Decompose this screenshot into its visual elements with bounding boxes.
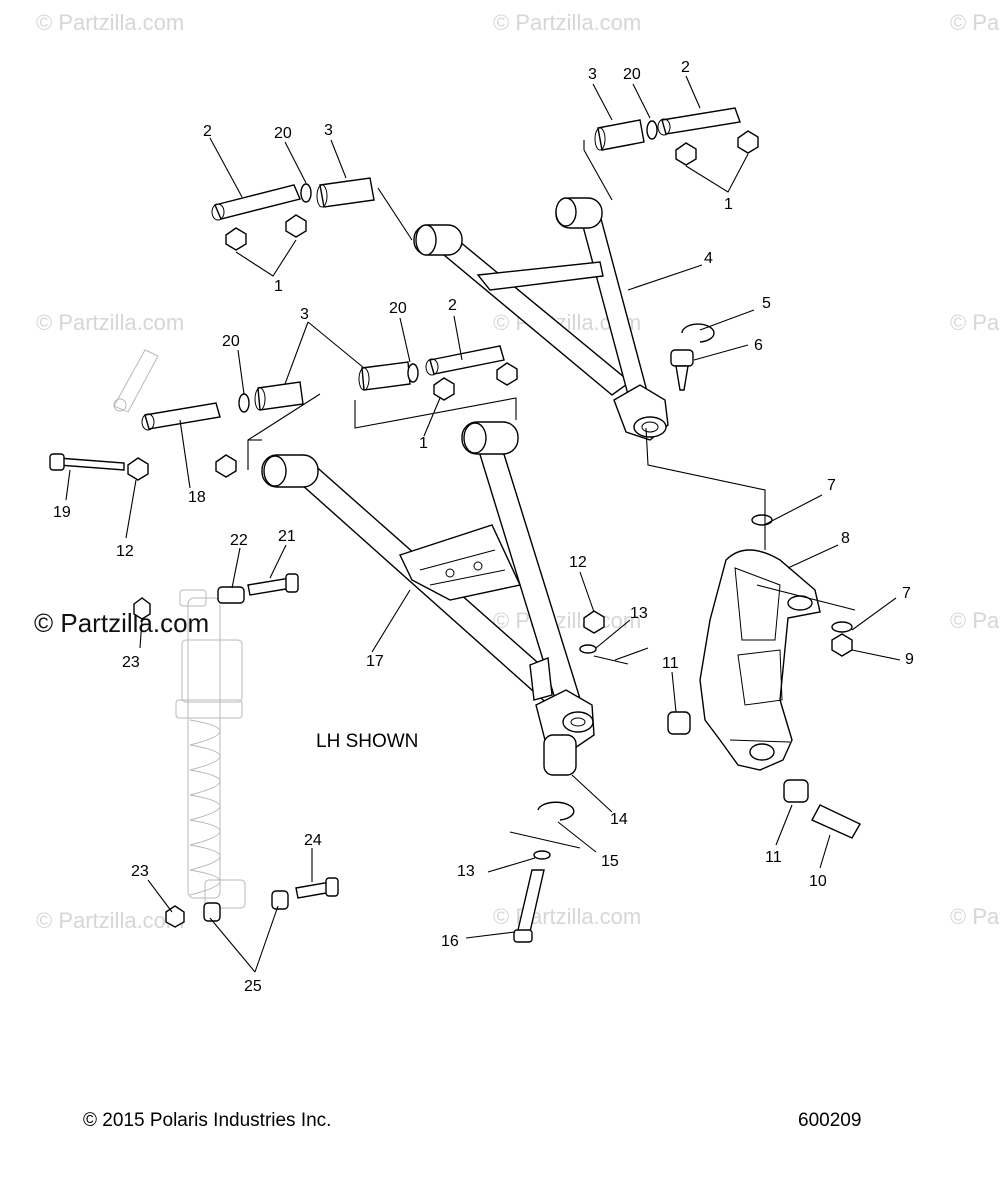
hardware xyxy=(49,107,861,943)
callout-3: 3 xyxy=(324,122,333,139)
callout-2: 2 xyxy=(448,297,457,314)
callout-17: 17 xyxy=(366,653,384,670)
watermark: © Pa xyxy=(950,10,1000,35)
watermark: © Pa xyxy=(950,608,1000,633)
callout-6: 6 xyxy=(754,337,763,354)
callout-7: 7 xyxy=(827,477,836,494)
callout-21: 21 xyxy=(278,528,296,545)
callout-1: 1 xyxy=(419,435,428,452)
callout-10: 10 xyxy=(809,873,827,890)
callout-13: 13 xyxy=(630,605,648,622)
leader-lines xyxy=(65,75,901,973)
callout-9: 9 xyxy=(905,651,914,668)
lower-a-arm xyxy=(261,421,595,751)
callout-11: 11 xyxy=(662,655,679,672)
callout-25: 25 xyxy=(244,978,262,995)
callout-20: 20 xyxy=(389,300,407,317)
callout-20: 20 xyxy=(222,333,240,350)
callout-22: 22 xyxy=(230,532,248,549)
callout-15: 15 xyxy=(601,853,619,870)
watermark: © Pa xyxy=(950,904,1000,929)
diagram-number: 600209 xyxy=(798,1110,861,1131)
callout-23: 23 xyxy=(122,654,140,671)
callout-7: 7 xyxy=(902,585,911,602)
callout-numbers: 2 20 3 1 3 20 2 1 4 5 6 3 20 2 20 1 7 8 … xyxy=(53,59,914,995)
watermark: © Partzilla.com xyxy=(36,10,184,35)
view-label: LH SHOWN xyxy=(316,731,418,752)
callout-8: 8 xyxy=(841,530,850,547)
watermark: © Partzilla.com xyxy=(493,608,641,633)
callout-16: 16 xyxy=(441,933,459,950)
spindle-knuckle xyxy=(699,549,821,771)
callout-1: 1 xyxy=(724,196,733,213)
callout-3: 3 xyxy=(300,306,309,323)
watermark: © Partzilla.com xyxy=(493,10,641,35)
callout-12: 12 xyxy=(569,554,587,571)
callout-2: 2 xyxy=(203,123,212,140)
watermark: © Partzilla.com xyxy=(36,310,184,335)
watermark-dark: © Partzilla.com xyxy=(34,608,209,638)
callout-24: 24 xyxy=(304,832,322,849)
callout-12: 12 xyxy=(116,543,134,560)
watermark: © Partzilla.com xyxy=(493,904,641,929)
shock-absorber xyxy=(175,589,246,909)
callout-20: 20 xyxy=(623,66,641,83)
callout-14: 14 xyxy=(610,811,628,828)
callout-18: 18 xyxy=(188,489,206,506)
callout-1: 1 xyxy=(274,278,283,295)
callout-4: 4 xyxy=(704,250,713,267)
callout-11: 11 xyxy=(765,849,782,866)
callout-2: 2 xyxy=(681,59,690,76)
callout-20: 20 xyxy=(274,125,292,142)
callout-13: 13 xyxy=(457,863,475,880)
watermark: © Partzilla.com xyxy=(36,908,184,933)
callout-5: 5 xyxy=(762,295,771,312)
callout-3: 3 xyxy=(588,66,597,83)
callout-19: 19 xyxy=(53,504,71,521)
copyright-text: © 2015 Polaris Industries Inc. xyxy=(83,1110,331,1131)
ghost-link xyxy=(113,349,159,413)
watermark-layer: © Partzilla.com © Partzilla.com © Pa © P… xyxy=(34,10,1000,933)
watermark: © Pa xyxy=(950,310,1000,335)
callout-23: 23 xyxy=(131,863,149,880)
upper-a-arm xyxy=(413,197,669,441)
